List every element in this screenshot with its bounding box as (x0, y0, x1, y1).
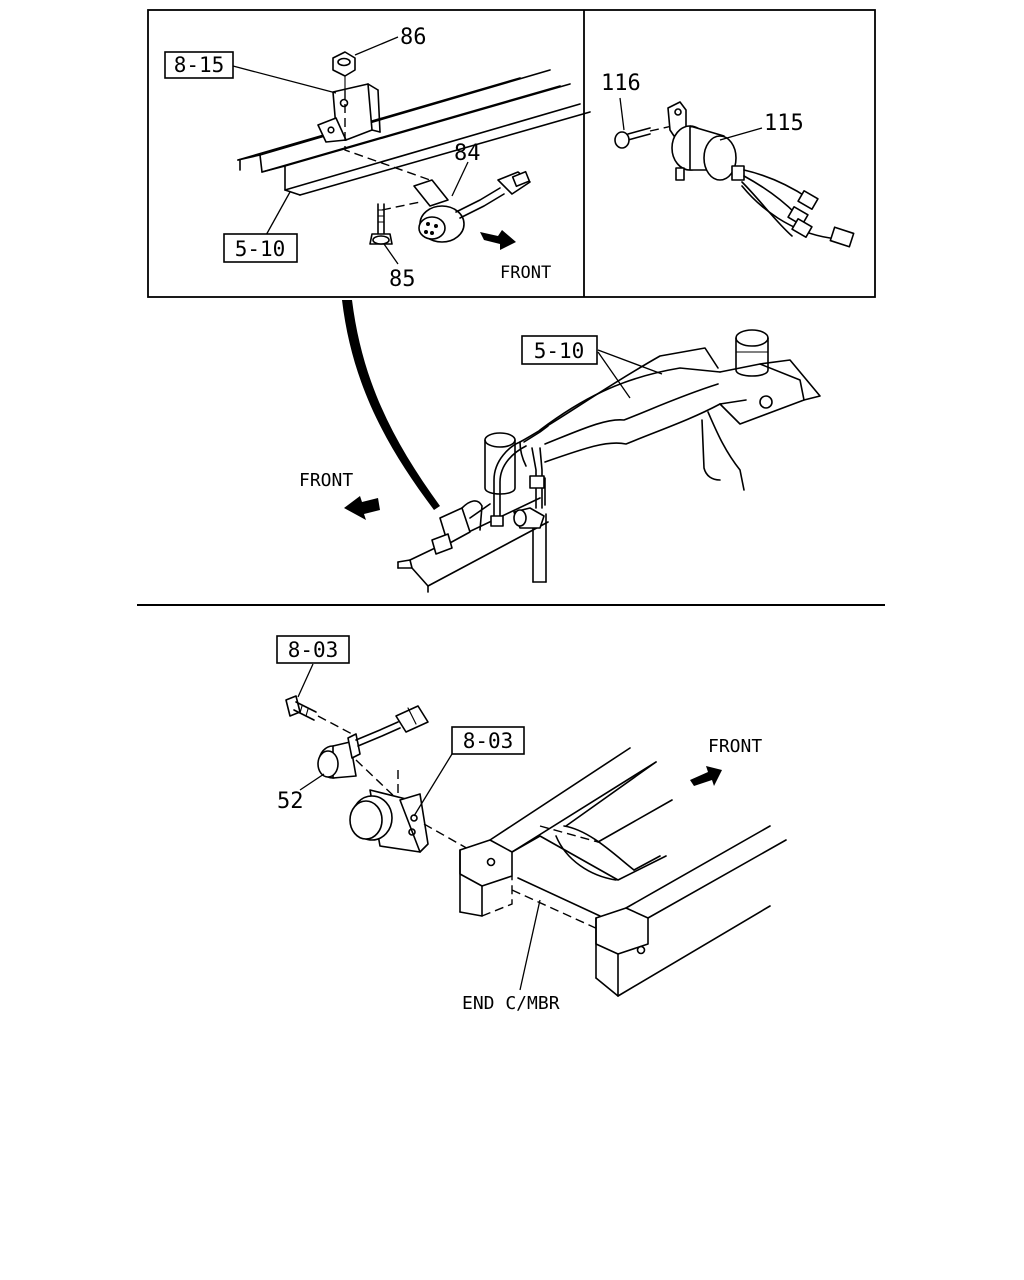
sensor-52 (317, 705, 429, 779)
part-number-86: 86 (400, 25, 427, 50)
upper-frame-member (519, 347, 821, 506)
air-tank-cylinder (735, 329, 769, 377)
front-label-main: FRONT (299, 470, 353, 491)
left-inset: 8-15 5-10 86 84 85 FRONT (164, 25, 591, 292)
part-number-116: 116 (601, 71, 641, 96)
ref-label-8-03-top: 8-03 (288, 638, 339, 662)
main-frame-view: 5-10 FRONT (299, 300, 821, 593)
front-arrow-icon (690, 766, 722, 786)
front-label-bottom: FRONT (708, 736, 762, 757)
end-cross-member (459, 747, 787, 997)
front-arrow-icon (344, 496, 380, 520)
sensor-assembly (413, 170, 531, 243)
front-arrow-icon (480, 230, 516, 250)
ref-label-8-03-bracket: 8-03 (463, 729, 514, 753)
ref-label-8-15: 8-15 (174, 53, 225, 77)
switch-body (671, 125, 745, 181)
front-label: FRONT (500, 263, 551, 283)
frame-rail-channel (237, 69, 591, 196)
inset-frame (147, 9, 876, 298)
right-inset: 116 115 (601, 71, 855, 248)
wire-harness (741, 169, 855, 248)
rail-sensor-bracket (431, 500, 491, 555)
connector-icon (395, 705, 429, 733)
part-number-85: 85 (389, 267, 416, 292)
part-number-52: 52 (277, 789, 304, 814)
ref-label-5-10-main: 5-10 (534, 339, 585, 363)
bolt-icon (369, 203, 393, 245)
mount-bracket (317, 83, 381, 143)
mount-bracket-8-03 (349, 789, 429, 853)
ref-label-5-10: 5-10 (235, 237, 286, 261)
lower-frame-rail (397, 497, 549, 593)
screw-icon (614, 127, 651, 149)
part-number-84: 84 (454, 141, 481, 166)
air-pipes (490, 425, 549, 529)
screw-icon (285, 695, 317, 721)
hex-nut-icon (332, 51, 356, 91)
detail-pointer (342, 300, 440, 510)
bottom-panel: 8-03 52 8-03 (276, 635, 787, 1014)
part-number-115: 115 (764, 111, 804, 136)
end-cross-member-label: END C/MBR (462, 993, 560, 1014)
